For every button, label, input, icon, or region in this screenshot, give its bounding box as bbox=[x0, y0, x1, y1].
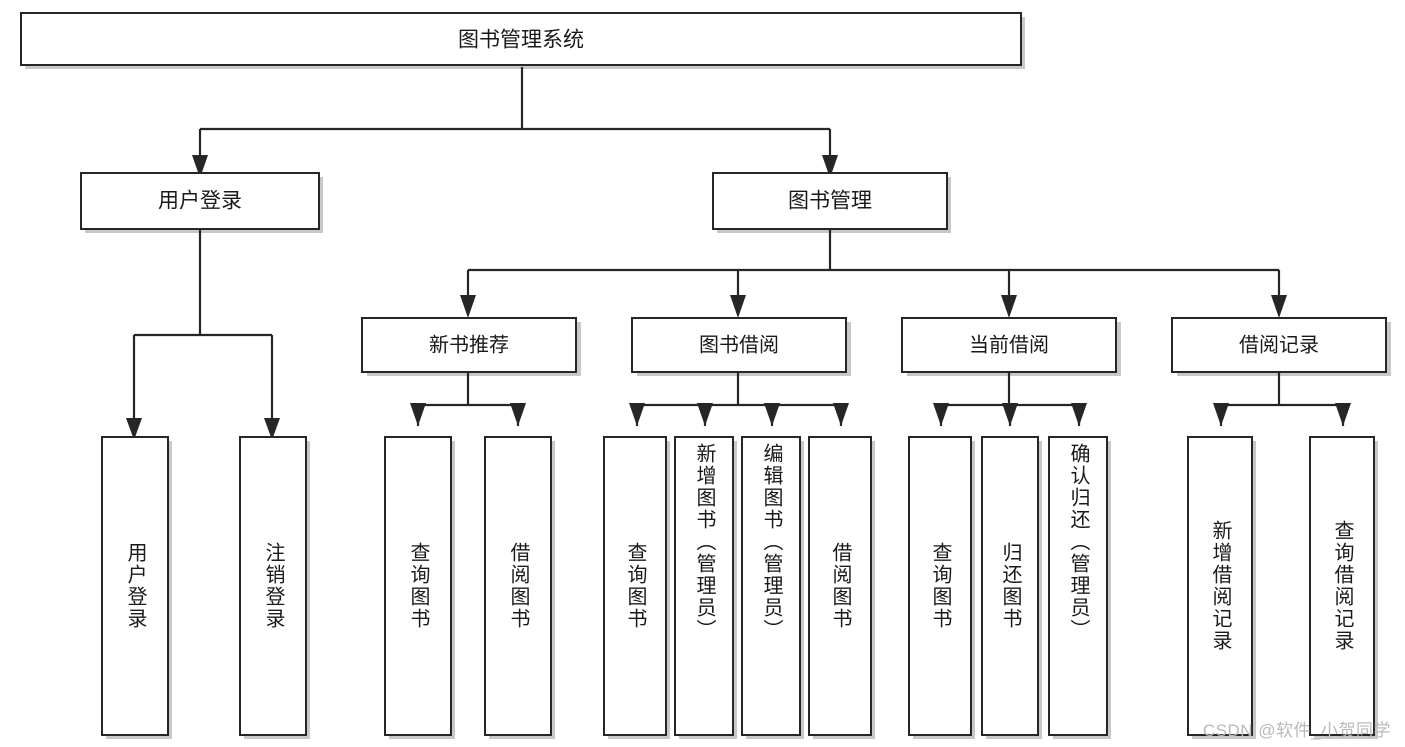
node-leaf-user-logout[interactable] bbox=[239, 436, 307, 736]
node-leaf-query-book-3[interactable] bbox=[908, 436, 972, 736]
node-leaf-query-book-2[interactable] bbox=[603, 436, 667, 736]
label-current-borrow: 当前借阅 bbox=[969, 333, 1049, 356]
node-leaf-query-book-1[interactable] bbox=[384, 436, 452, 736]
label-user-login: 用户登录 bbox=[158, 190, 242, 213]
label-new-book-recommend: 新书推荐 bbox=[429, 333, 509, 356]
arrow-heads bbox=[126, 155, 1351, 440]
node-leaf-borrow-book-2[interactable] bbox=[808, 436, 872, 736]
label-book-manage: 图书管理 bbox=[788, 190, 872, 213]
node-leaf-user-login[interactable] bbox=[101, 436, 169, 736]
node-book-borrow[interactable] bbox=[631, 317, 847, 373]
node-root[interactable] bbox=[20, 12, 1022, 66]
node-labels-horizontal: 图书管理系统 用户登录 图书管理 新书推荐 图书借阅 当前借阅 借阅记录 bbox=[158, 29, 1319, 357]
label-root: 图书管理系统 bbox=[458, 29, 584, 52]
node-leaf-add-book[interactable] bbox=[674, 436, 734, 736]
label-borrow-record: 借阅记录 bbox=[1239, 333, 1319, 356]
node-current-borrow[interactable] bbox=[901, 317, 1117, 373]
node-borrow-record[interactable] bbox=[1171, 317, 1387, 373]
node-leaf-query-record[interactable] bbox=[1309, 436, 1375, 736]
node-boxes bbox=[20, 12, 1387, 736]
node-leaf-confirm-return[interactable] bbox=[1048, 436, 1108, 736]
node-book-manage[interactable] bbox=[712, 172, 948, 230]
node-leaf-add-record[interactable] bbox=[1187, 436, 1253, 736]
label-book-borrow: 图书借阅 bbox=[699, 333, 779, 356]
node-user-login[interactable] bbox=[80, 172, 320, 230]
csdn-watermark: CSDN @软件_小贺同学 bbox=[1202, 721, 1391, 740]
node-leaf-edit-book[interactable] bbox=[741, 436, 801, 736]
node-leaf-borrow-book-1[interactable] bbox=[484, 436, 552, 736]
node-new-book-recommend[interactable] bbox=[361, 317, 577, 373]
node-leaf-return-book[interactable] bbox=[981, 436, 1039, 736]
